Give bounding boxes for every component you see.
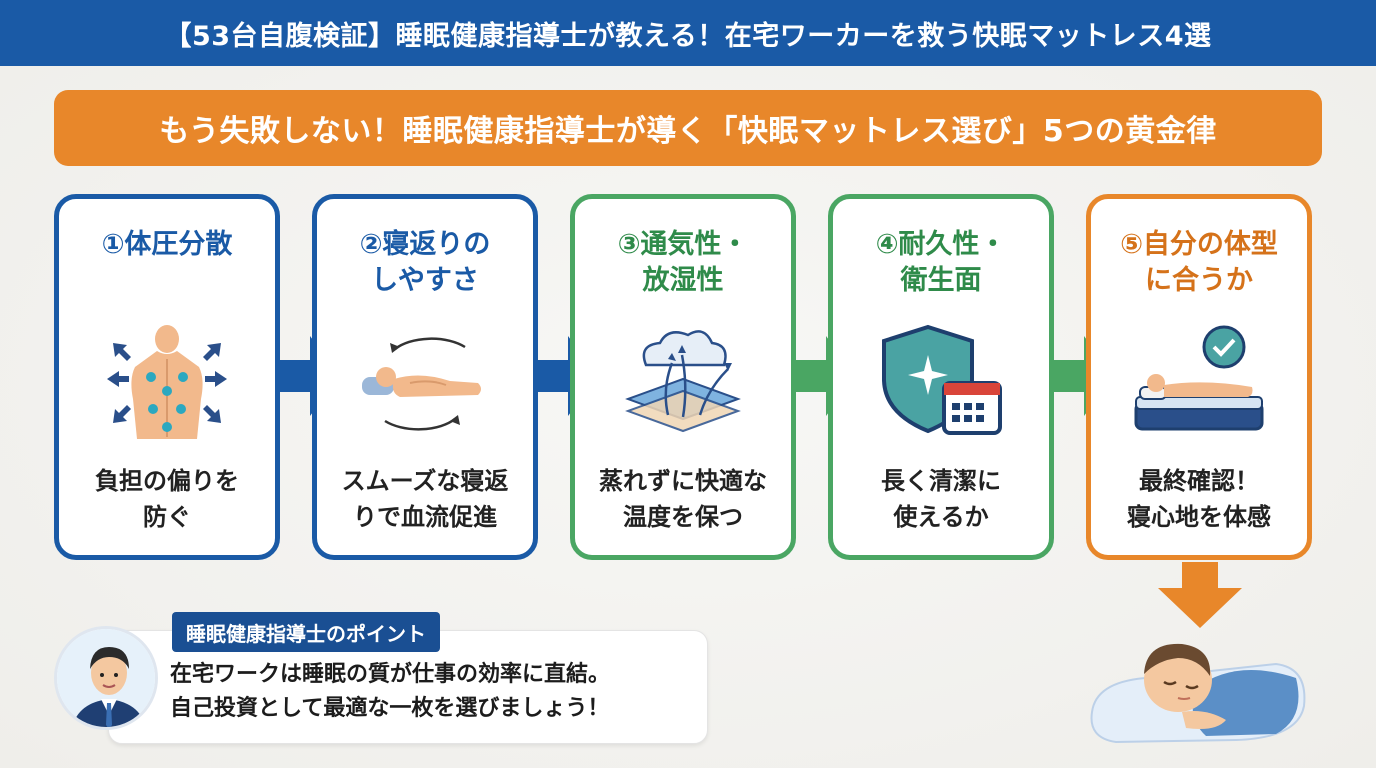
advisor-tag: 睡眠健康指導士のポイント bbox=[172, 612, 440, 652]
step-card-5: ⑤自分の体型 に合うか 最終確認！ 寝心地を体感 bbox=[1086, 194, 1312, 560]
step-description: 蒸れずに快適な 温度を保つ bbox=[599, 467, 767, 531]
step-card-3: ③通気性・ 放湿性 蒸れずに快適な 温度を保つ bbox=[570, 194, 796, 560]
advisor-comment-line: 自己投資として最適な一枚を選びましょう！ bbox=[170, 696, 610, 721]
page-title: 【53台自腹検証】睡眠健康指導士が教える！在宅ワーカーを救う快眠マットレス4選 bbox=[164, 20, 1212, 52]
subtitle-banner: もう失敗しない！睡眠健康指導士が導く「快眠マットレス選び」5つの黄金律 bbox=[54, 90, 1322, 166]
body-pressure-icon bbox=[92, 319, 242, 449]
advisor-avatar bbox=[54, 626, 158, 730]
shield-calendar-icon bbox=[866, 319, 1016, 449]
step-description: 最終確認！ 寝心地を体感 bbox=[1127, 467, 1271, 531]
step-description: スムーズな寝返 りで血流促進 bbox=[341, 467, 509, 531]
step-title: ③通気性・ 放湿性 bbox=[617, 229, 749, 296]
step-card-4: ④耐久性・ 衛生面 長く清潔に 使えるか bbox=[828, 194, 1054, 560]
top-title-banner: 【53台自腹検証】睡眠健康指導士が教える！在宅ワーカーを救う快眠マットレス4選 bbox=[0, 0, 1376, 66]
mattress-check-icon bbox=[1124, 319, 1274, 449]
subtitle: もう失敗しない！睡眠健康指導士が導く「快眠マットレス選び」5つの黄金律 bbox=[159, 114, 1217, 149]
step-title: ①体圧分散 bbox=[101, 229, 233, 260]
step-title: ⑤自分の体型 に合うか bbox=[1120, 229, 1278, 296]
step-description: 負担の偏りを 防ぐ bbox=[95, 467, 239, 531]
step-description: 長く清潔に 使えるか bbox=[881, 467, 1001, 531]
turning-over-icon bbox=[350, 319, 500, 449]
step-card-2: ②寝返りの しやすさ スムーズな寝返 りで血流促進 bbox=[312, 194, 538, 560]
step-title: ②寝返りの しやすさ bbox=[359, 229, 491, 296]
advisor-comment: 在宅ワークは睡眠の質が仕事の効率に直結。 自己投資として最適な一枚を選びましょう… bbox=[170, 658, 700, 726]
arrow-down-icon bbox=[1158, 562, 1242, 628]
advisor-tag-label: 睡眠健康指導士のポイント bbox=[186, 621, 426, 646]
sleeping-person-illustration bbox=[1090, 643, 1306, 744]
step-card-1: ①体圧分散 負担の偏りを 防ぐ bbox=[54, 194, 280, 560]
advisor-comment-line: 在宅ワークは睡眠の質が仕事の効率に直結。 bbox=[170, 662, 611, 687]
breathable-layer-icon bbox=[608, 319, 758, 449]
step-title: ④耐久性・ 衛生面 bbox=[875, 229, 1007, 296]
